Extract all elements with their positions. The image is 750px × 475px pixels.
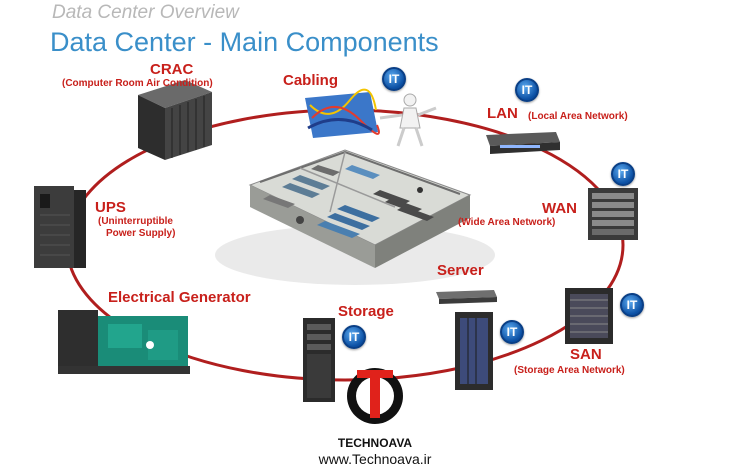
watermark-brand: TECHNOAVA [337,436,413,450]
storage-tower-image [303,318,335,402]
data-center-floor-image [248,149,472,268]
it-badge-lan-icon: IT [515,78,539,102]
lan-switch-image [486,132,560,154]
lan-label: LAN [487,105,518,122]
page-title: Data Center - Main Components [50,27,439,57]
ups-desc-line1: (Uninterruptible [98,216,173,227]
server-label: Server [437,262,484,279]
san-label: SAN [570,346,602,363]
ups-desc-line2: Power Supply) [106,228,176,239]
crac-label: CRAC [150,61,194,78]
ups-cabinet-image [34,186,86,268]
ups-label: UPS [95,199,126,216]
supertitle: Data Center Overview [52,2,239,23]
san-desc: (Storage Area Network) [514,365,625,376]
wan-label: WAN [542,200,577,217]
cabling-label: Cabling [283,72,338,89]
server-image [436,290,497,390]
crac-unit-image [138,80,212,160]
wan-router-image [588,188,638,240]
it-badge-server-icon: IT [500,320,524,344]
san-rack-image [565,288,613,344]
watermark-url: www.Technoava.ir [318,451,432,467]
lan-desc: (Local Area Network) [528,111,628,122]
storage-label: Storage [338,303,394,320]
crac-desc: (Computer Room Air Condition) [62,78,213,89]
it-badge-san-icon: IT [620,293,644,317]
it-badge-storage-icon: IT [342,325,366,349]
generator-image [58,310,190,374]
wan-desc: (Wide Area Network) [458,217,556,228]
generator-label: Electrical Generator [108,289,251,306]
cabling-image [305,88,437,147]
it-badge-cabling-icon: IT [382,67,406,91]
technoava-logo [347,368,403,424]
it-badge-wan-icon: IT [611,162,635,186]
